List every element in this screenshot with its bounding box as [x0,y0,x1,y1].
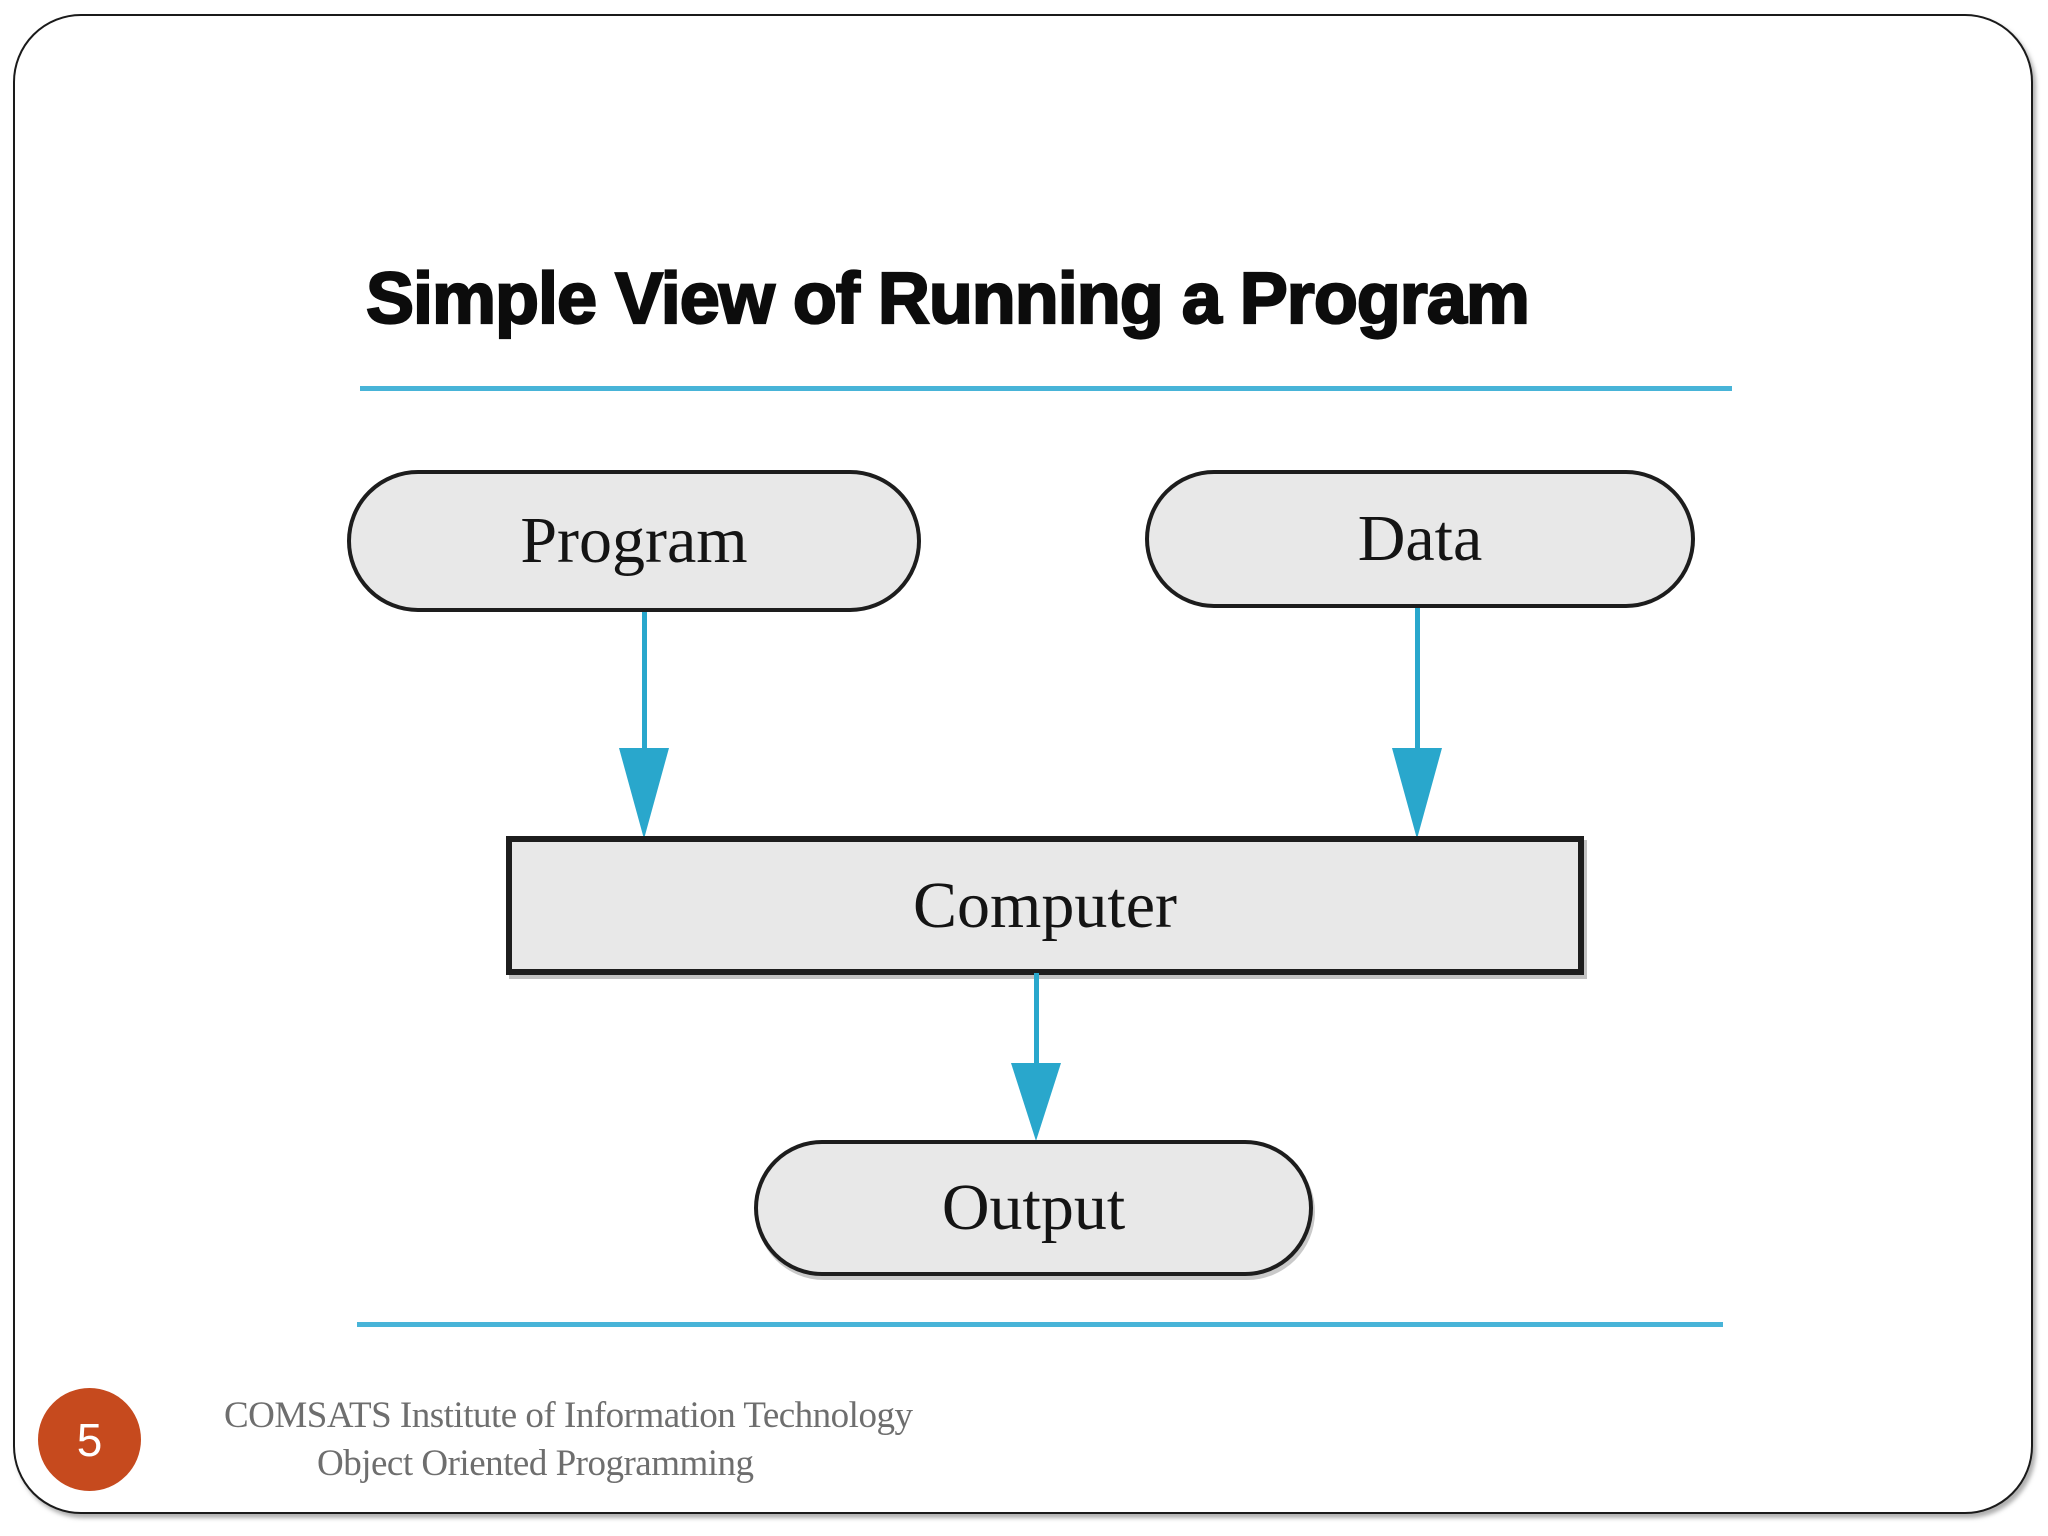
page-number-badge: 5 [38,1388,141,1491]
node-program: Program [347,470,921,612]
arrow-computer-to-output-stem [1034,973,1039,1065]
node-output: Output [754,1140,1313,1276]
arrow-program-to-computer-stem [642,612,647,750]
node-computer: Computer [506,836,1584,975]
footer-separator-line [357,1322,1723,1327]
slide-border-frame [13,14,2033,1514]
arrow-data-to-computer-stem [1415,608,1420,750]
node-program-label: Program [520,504,748,577]
title-separator-line [360,386,1732,391]
page-number: 5 [76,1413,103,1466]
footer-institute-text: COMSATS Institute of Information Technol… [224,1395,913,1436]
node-data-label: Data [1357,502,1483,575]
footer-course-text: Object Oriented Programming [317,1443,754,1484]
slide-title: Simple View of Running a Program [365,258,1531,340]
node-data: Data [1145,470,1695,608]
node-computer-label: Computer [913,868,1177,942]
node-output-label: Output [941,1171,1126,1244]
